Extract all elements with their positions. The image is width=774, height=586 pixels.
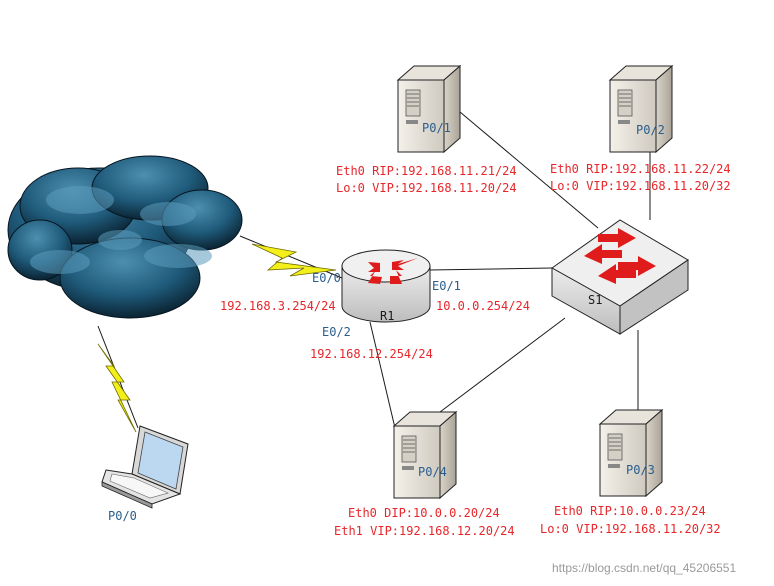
server3-address-line1: Eth0 RIP:10.0.0.23/24	[554, 504, 706, 518]
server2-address-line2: Lo:0 VIP:192.168.11.20/32	[550, 179, 731, 193]
link-router-server4	[369, 321, 396, 429]
server2-icon	[609, 65, 673, 153]
link-router-switch	[429, 267, 553, 271]
router-e02-label: E0/2	[322, 325, 351, 339]
cloud-icon	[7, 155, 243, 319]
server3-address-line2: Lo:0 VIP:192.168.11.20/32	[540, 522, 721, 536]
router-e00-label: E0/0	[312, 271, 341, 285]
server1-icon	[397, 65, 461, 153]
server4-address-line2: Eth1 VIP:192.168.12.20/24	[334, 524, 515, 538]
server4-address-line1: Eth0 DIP:10.0.0.20/24	[348, 506, 500, 520]
server1-port-label: P0/1	[422, 121, 451, 135]
server4-icon	[393, 411, 457, 499]
router-e00-ip: 192.168.3.254/24	[220, 299, 336, 313]
router-name-label: R1	[380, 309, 395, 323]
laptop-icon	[101, 425, 189, 509]
router-icon	[341, 249, 431, 323]
router-e01-label: E0/1	[432, 279, 461, 293]
switch-icon	[551, 219, 689, 335]
laptop-port-label: P0/0	[108, 509, 137, 523]
router-e02-ip: 192.168.12.254/24	[310, 347, 433, 361]
lightning-bolt-laptop-icon	[97, 343, 137, 433]
link-server1-switch	[459, 111, 599, 229]
server4-port-label: P0/4	[418, 465, 447, 479]
link-switch-server4	[439, 317, 566, 413]
server1-address-line1: Eth0 RIP:192.168.11.21/24	[336, 164, 517, 178]
server1-address-line2: Lo:0 VIP:192.168.11.20/24	[336, 181, 517, 195]
server3-icon	[599, 409, 663, 497]
server2-port-label: P0/2	[636, 123, 665, 137]
switch-name-label: S1	[588, 293, 603, 307]
server3-port-label: P0/3	[626, 463, 655, 477]
links	[97, 111, 651, 429]
router-e01-ip: 10.0.0.254/24	[436, 299, 530, 313]
server2-address-line1: Eth0 RIP:192.168.11.22/24	[550, 162, 731, 176]
lightning-bolt-router-icon	[251, 243, 337, 277]
watermark: https://blog.csdn.net/qq_45206551	[552, 561, 737, 575]
